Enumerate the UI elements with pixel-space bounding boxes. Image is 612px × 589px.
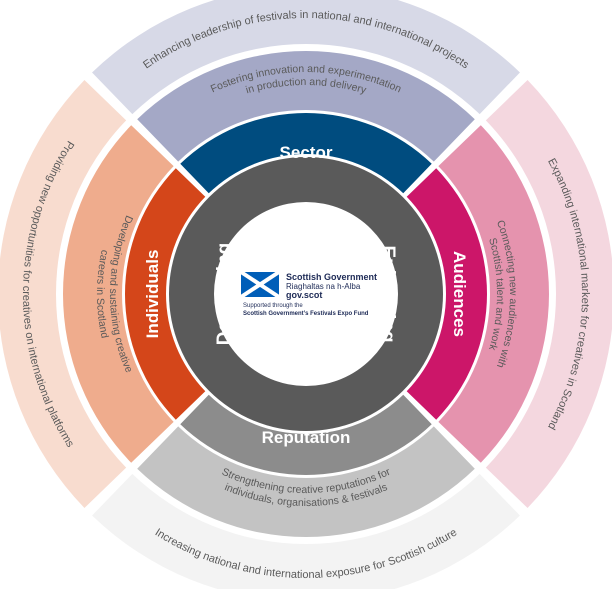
outer-ring-right bbox=[485, 80, 612, 508]
middle-ring-top bbox=[137, 51, 475, 162]
core-label-developing: Developing bbox=[214, 243, 235, 345]
logo-line-3: gov.scot bbox=[286, 290, 322, 300]
core-label-enhancing: Enhancing bbox=[377, 245, 398, 342]
logo-line-4: Supported through the bbox=[243, 303, 303, 309]
segment-label-reputation: Reputation bbox=[262, 428, 351, 447]
middle-text-left-line2: careers in Scotland bbox=[94, 249, 111, 340]
segment-individuals bbox=[125, 168, 206, 420]
outer-ring-top bbox=[92, 0, 520, 115]
outer-ring-left bbox=[0, 80, 127, 508]
core-center bbox=[214, 202, 398, 386]
segment-label-audiences: Audiences bbox=[450, 251, 469, 337]
scottish-government-logo: Scottish Government Riaghaltas na h-Alba… bbox=[239, 270, 377, 317]
segment-sector bbox=[180, 113, 432, 194]
middle-ring-left bbox=[62, 125, 174, 463]
middle-ring-bottom bbox=[137, 426, 475, 537]
logo-line-1: Scottish Government bbox=[286, 272, 377, 282]
middle-ring-right bbox=[438, 125, 549, 463]
segment-label-individuals: Individuals bbox=[143, 250, 162, 339]
outer-ring-bottom bbox=[92, 473, 520, 589]
segment-label-sector: Sector bbox=[280, 143, 333, 162]
logo-line-2: Riaghaltas na h-Alba bbox=[286, 282, 361, 291]
saltire-icon bbox=[239, 270, 281, 299]
logo-line-5: Scottish Government’s Festivals Expo Fun… bbox=[243, 311, 369, 317]
segment-reputation bbox=[180, 394, 432, 475]
segment-audiences bbox=[406, 168, 488, 420]
